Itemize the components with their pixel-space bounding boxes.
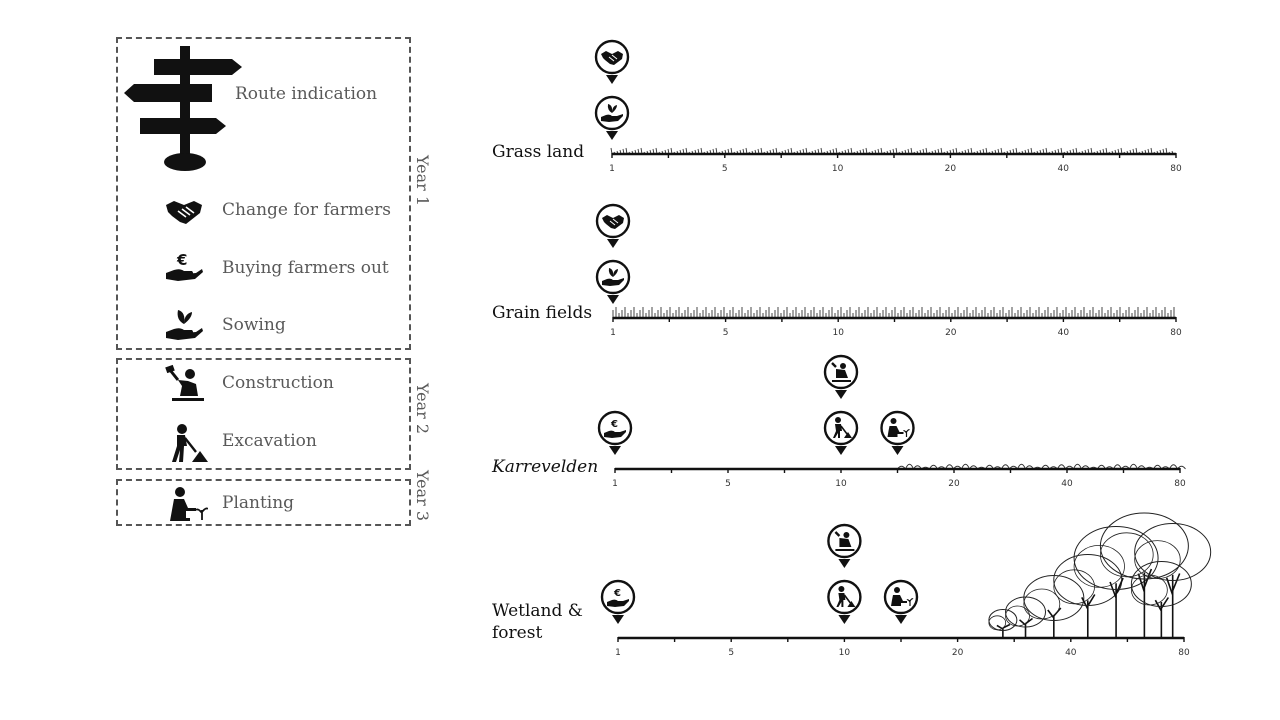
timeline-row: 1 5 10 20 40 80 (602, 513, 1211, 658)
axis-tick-label: 10 (835, 479, 847, 489)
timeline-marker (599, 412, 631, 455)
timeline-marker (597, 261, 629, 304)
axis-tick-label: 20 (945, 328, 957, 338)
axis-tick-label: 80 (1178, 648, 1190, 658)
timeline-marker (596, 97, 628, 140)
axis-tick-label: 5 (725, 479, 731, 489)
axis-tick-label: 1 (612, 479, 618, 489)
axis-tick-label: 20 (952, 648, 964, 658)
vegetation-band (989, 513, 1211, 638)
timeline-row: 1 5 10 20 40 80 (597, 205, 1182, 338)
axis-tick-label: 10 (832, 328, 844, 338)
axis-tick-label: 1 (615, 648, 621, 658)
axis-tick-label: 20 (948, 479, 960, 489)
axis-tick-label: 5 (728, 648, 734, 658)
axis-tick-label: 10 (832, 164, 844, 174)
axis-tick-label: 80 (1174, 479, 1186, 489)
timeline-marker (882, 412, 914, 455)
axis-tick-label: 40 (1061, 479, 1073, 489)
timeline-marker (602, 581, 634, 624)
timeline-marker (597, 205, 629, 248)
axis-tick-label: 1 (609, 164, 615, 174)
axis-tick-label: 10 (839, 648, 851, 658)
axis-tick-label: 1 (610, 328, 616, 338)
vegetation-band (613, 307, 1174, 318)
axis-tick-label: 40 (1065, 648, 1077, 658)
timeline-row: 1 5 10 20 40 80 (596, 41, 1182, 174)
axis-tick-label: 40 (1058, 328, 1070, 338)
timeline-marker (828, 525, 860, 568)
timeline-marker (596, 41, 628, 84)
timeline-marker (828, 581, 860, 624)
axis-tick-label: 5 (723, 328, 729, 338)
axis-tick-label: 20 (945, 164, 957, 174)
axis-tick-label: 80 (1170, 164, 1182, 174)
timeline-marker (825, 412, 857, 455)
timeline-marker (825, 356, 857, 399)
axis-tick-label: 40 (1057, 164, 1069, 174)
timeline-row: 1 5 10 20 40 80 (599, 356, 1186, 489)
axis-tick-label: 80 (1170, 328, 1182, 338)
timeline-marker (885, 581, 917, 624)
axis-tick-label: 5 (722, 164, 728, 174)
